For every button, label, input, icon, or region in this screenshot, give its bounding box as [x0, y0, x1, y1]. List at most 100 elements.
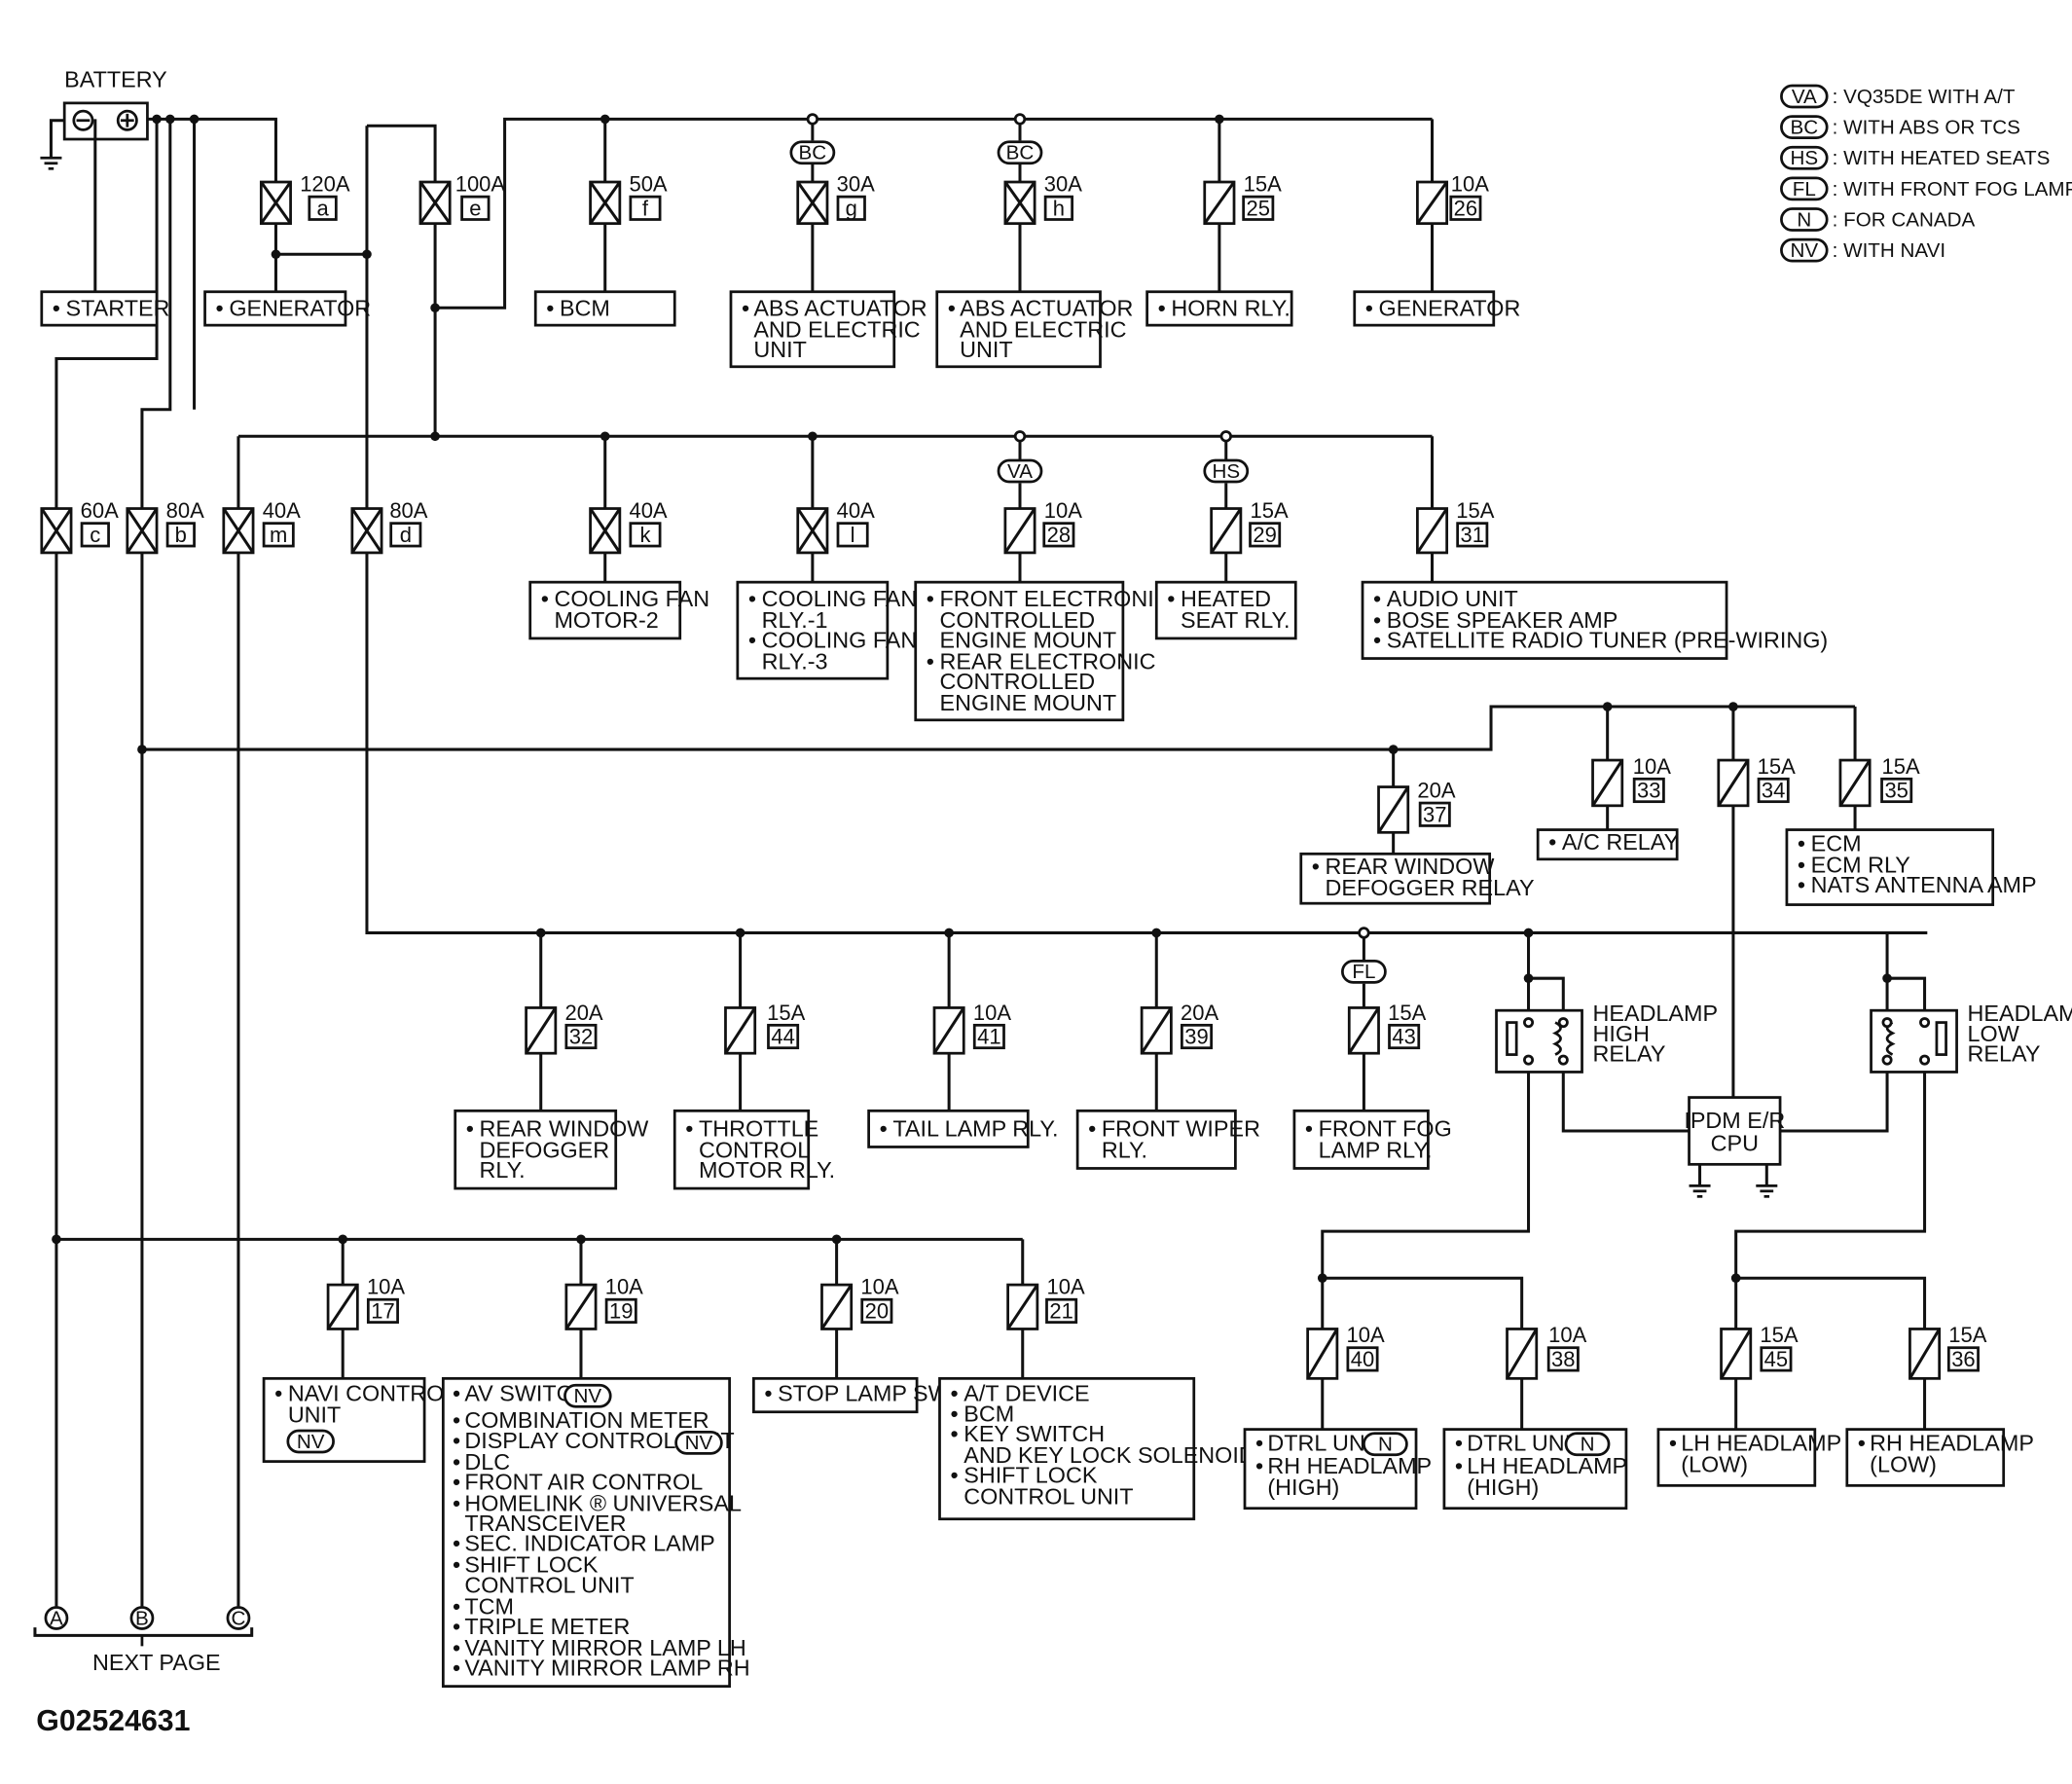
svg-text:•: • — [1365, 296, 1373, 321]
svg-text:39: 39 — [1184, 1025, 1208, 1049]
svg-text:•: • — [453, 1449, 460, 1475]
svg-text:60A: 60A — [81, 498, 119, 523]
svg-text:20A: 20A — [1181, 1001, 1218, 1025]
svg-text:NV: NV — [574, 1385, 602, 1407]
svg-text:36: 36 — [1951, 1347, 1975, 1371]
svg-text:•: • — [453, 1635, 460, 1660]
fuse-33: 10A 33 — [1591, 754, 1671, 808]
fusible-link-k: 40A k — [589, 498, 668, 555]
svg-text:RLY.: RLY. — [1102, 1137, 1147, 1162]
tag-n — [1564, 1432, 1611, 1457]
connector-b[interactable]: B — [129, 1606, 155, 1630]
svg-text:(LOW): (LOW) — [1870, 1452, 1937, 1477]
fuse-29: 15A 29 — [1210, 498, 1289, 555]
legend-text: : FOR CANADA — [1833, 208, 1976, 231]
svg-text:80A: 80A — [389, 498, 427, 523]
svg-text:COOLING FAN: COOLING FAN — [762, 586, 918, 611]
svg-text:VANITY MIRROR LAMP LH: VANITY MIRROR LAMP LH — [464, 1635, 745, 1660]
svg-text:UNIT: UNIT — [753, 337, 807, 362]
svg-text:50A: 50A — [629, 172, 667, 197]
load-cooling-fan-motor-2: • COOLING FAN MOTOR-2 — [528, 580, 709, 640]
svg-text:•: • — [1858, 1431, 1866, 1456]
svg-text:THROTTLE: THROTTLE — [699, 1115, 818, 1141]
svg-text:ECM RLY: ECM RLY — [1811, 853, 1911, 878]
load-throttle-control-motor-rly: • THROTTLE CONTROL MOTOR RLY. — [672, 1109, 835, 1190]
svg-text:•: • — [948, 296, 956, 321]
svg-text:DEFOGGER RELAY: DEFOGGER RELAY — [1326, 875, 1535, 900]
svg-text:•: • — [453, 1407, 460, 1433]
svg-text:k: k — [639, 523, 651, 547]
fuse-43: 15A 43 — [1347, 1001, 1427, 1055]
svg-text:10A: 10A — [367, 1275, 405, 1299]
figure-id: G02524631 — [36, 1705, 190, 1737]
legend-text: : VQ35DE WITH A/T — [1833, 86, 2016, 108]
condition-tags: BC BC VA HS FL — [789, 140, 1387, 984]
legend-code: HS — [1790, 147, 1818, 169]
svg-text:•: • — [1255, 1453, 1263, 1478]
load-starter: •STARTER — [40, 290, 169, 327]
svg-text:10A: 10A — [973, 1001, 1011, 1025]
svg-text:•: • — [950, 1421, 958, 1446]
fuse-44: 15A 44 — [724, 1001, 806, 1055]
svg-text:20: 20 — [865, 1298, 889, 1323]
load-abs-actuator-h: • ABS ACTUATOR AND ELECTRIC UNIT — [935, 290, 1133, 369]
svg-text:15A: 15A — [1760, 1323, 1798, 1347]
svg-text:120A: 120A — [300, 172, 350, 197]
svg-text:•: • — [274, 1381, 282, 1406]
svg-text:DEFOGGER: DEFOGGER — [479, 1137, 609, 1162]
tag-bc — [997, 140, 1043, 165]
svg-text:RELAY: RELAY — [1968, 1040, 2041, 1066]
svg-text:35: 35 — [1884, 779, 1908, 803]
fuse-35: 15A 35 — [1838, 754, 1920, 808]
connector-c[interactable]: C — [226, 1606, 251, 1630]
svg-text:20A: 20A — [1417, 779, 1455, 803]
svg-text:•: • — [453, 1656, 460, 1681]
svg-text:c: c — [90, 523, 100, 547]
svg-text:40A: 40A — [629, 498, 667, 523]
svg-text:d: d — [400, 523, 412, 547]
load-cooling-fan-rly: • COOLING FAN RLY.-1 • COOLING FAN RLY.-… — [736, 580, 918, 680]
svg-text:•: • — [1548, 829, 1556, 855]
svg-text:e: e — [469, 196, 481, 220]
connector-a[interactable]: A — [44, 1606, 69, 1630]
svg-text:44: 44 — [771, 1025, 794, 1049]
load-audio-unit: •AUDIO UNIT •BOSE SPEAKER AMP •SATELLITE… — [1361, 580, 1828, 660]
legend-code: VA — [1792, 86, 1817, 108]
headlamp-high-relay: HEADLAMP HIGH RELAY — [1495, 1001, 1718, 1074]
svg-text:LAMP RLY.: LAMP RLY. — [1319, 1137, 1433, 1162]
legend-hs: HS : WITH HEATED SEATS — [1780, 145, 2050, 170]
legend-n: N : FOR CANADA — [1780, 207, 1976, 232]
svg-text:A/T DEVICE: A/T DEVICE — [963, 1381, 1089, 1406]
fuse-31: 15A 31 — [1416, 498, 1495, 555]
headlamp-low-relay: HEADLAMP LOW RELAY — [1870, 1001, 2072, 1074]
svg-text:25: 25 — [1247, 196, 1270, 220]
svg-text:80A: 80A — [166, 498, 204, 523]
svg-text:•: • — [880, 1115, 888, 1141]
svg-text:RH HEADLAMP: RH HEADLAMP — [1870, 1431, 2034, 1456]
svg-text:10A: 10A — [1047, 1275, 1085, 1299]
legend-fl: FL : WITH FRONT FOG LAMPS — [1780, 176, 2072, 201]
svg-text:•: • — [927, 649, 934, 674]
fuse-28: 10A 28 — [1003, 498, 1082, 555]
svg-text:VANITY MIRROR LAMP RH: VANITY MIRROR LAMP RH — [464, 1656, 749, 1681]
fuse-40: 10A 40 — [1306, 1323, 1385, 1380]
svg-text:TCM: TCM — [464, 1593, 514, 1619]
svg-text:GENERATOR: GENERATOR — [1379, 296, 1521, 321]
svg-text:•: • — [742, 296, 749, 321]
svg-text:AND KEY LOCK SOLENOID: AND KEY LOCK SOLENOID — [963, 1442, 1254, 1468]
svg-text:BCM: BCM — [560, 296, 610, 321]
svg-text:•: • — [950, 1381, 958, 1406]
svg-text:32: 32 — [569, 1025, 593, 1049]
load-bcm: •BCM — [533, 290, 676, 327]
svg-text:BCM: BCM — [963, 1401, 1014, 1426]
svg-text:•: • — [1455, 1431, 1463, 1456]
load-heated-seat-rly: • HEATED SEAT RLY. — [1154, 580, 1297, 640]
tag-fl-text: FL — [1352, 961, 1375, 983]
load-front-fog-lamp-rly: • FRONT FOG LAMP RLY. — [1292, 1109, 1452, 1170]
svg-text:•: • — [453, 1490, 460, 1515]
svg-text:a: a — [316, 196, 329, 220]
svg-text:45: 45 — [1764, 1347, 1788, 1371]
svg-text:TAIL LAMP RLY.: TAIL LAMP RLY. — [892, 1115, 1058, 1141]
svg-text:FRONT WIPER: FRONT WIPER — [1102, 1115, 1260, 1141]
svg-text:LOW: LOW — [1968, 1021, 2019, 1046]
